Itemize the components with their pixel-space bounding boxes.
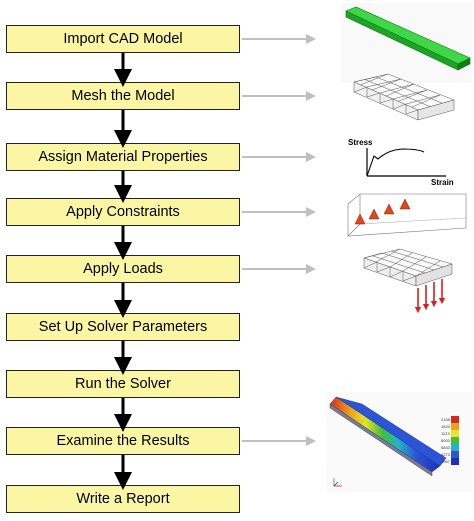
- step-label: Examine the Results: [56, 433, 190, 449]
- graph-y-label: Stress: [348, 138, 373, 147]
- legend-value: 4273: [441, 452, 451, 457]
- step-label: Import CAD Model: [63, 31, 183, 47]
- step-label: Apply Constraints: [66, 204, 180, 220]
- mesh-image: [353, 73, 455, 121]
- step-label: Apply Loads: [83, 261, 163, 277]
- step-label: Write a Report: [76, 491, 170, 507]
- cad-model-image: [341, 3, 472, 83]
- legend-value: 5833: [441, 445, 451, 450]
- step-label: Mesh the Model: [71, 88, 175, 104]
- loads-image: [363, 248, 453, 314]
- step-label: Run the Solver: [75, 376, 171, 392]
- stress-strain-graph: Stress Strain: [348, 138, 454, 187]
- legend-value: 2108: [441, 417, 451, 422]
- constraints-image: [347, 193, 467, 237]
- legend-value: 8003: [441, 438, 451, 443]
- graph-x-label: Strain: [431, 178, 454, 187]
- results-contour-image: 2108 1823 1123 8003 5833 4273 4967: [326, 392, 472, 492]
- legend-value: 1823: [441, 424, 451, 429]
- step-label: Assign Material Properties: [38, 149, 208, 165]
- step-label: Set Up Solver Parameters: [38, 319, 208, 335]
- step-mesh-the-model: Mesh the Model: [6, 82, 240, 110]
- legend-value: 1123: [441, 431, 450, 436]
- step-import-cad-model: Import CAD Model: [6, 25, 240, 53]
- side-arrows: [242, 34, 316, 446]
- legend-value: 4967: [441, 459, 451, 464]
